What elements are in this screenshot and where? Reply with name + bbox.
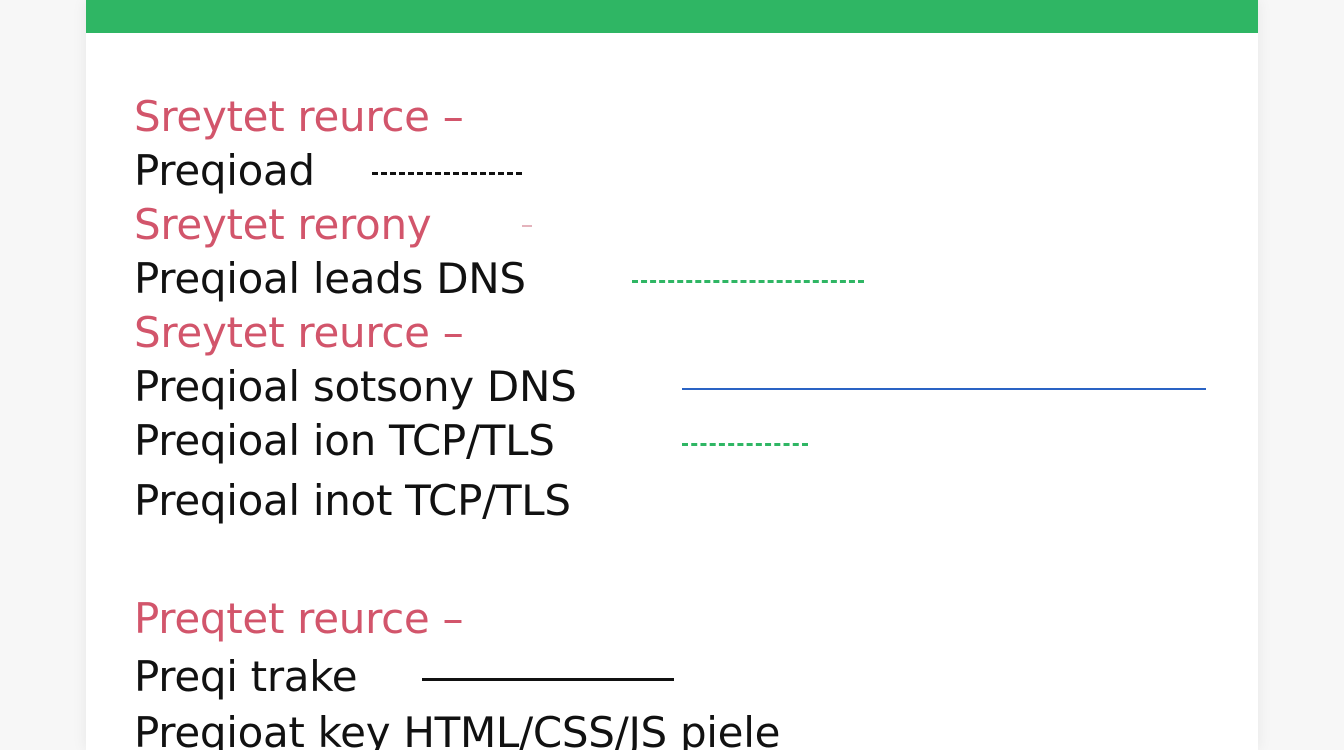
- text-line-leads-dns: Preqioal leads DNS: [134, 254, 526, 303]
- heading-line-1: Sreytet reurce –: [134, 92, 464, 141]
- text-line-preload: Preqioad: [134, 146, 315, 195]
- header-bar: [86, 0, 1258, 33]
- heading-line-2: Sreytet rerony: [134, 200, 432, 249]
- faint-dash: [522, 225, 532, 227]
- blue-rule: [682, 388, 1206, 390]
- text-line-ion-tcp: Preqioal ion TCP/TLS: [134, 416, 555, 465]
- dashed-rule: [372, 172, 522, 175]
- green-dashed-rule: [632, 280, 864, 283]
- text-line-trake: Preqi trake: [134, 652, 358, 701]
- text-line-inot-tcp: Preqioal inot TCP/TLS: [134, 476, 571, 525]
- heading-line-4: Preqtet reurce –: [134, 594, 464, 643]
- content-card: Sreytet reurce – Preqioad Sreytet rerony…: [86, 0, 1258, 750]
- text-line-key-html: Preqioat key HTML/CSS/JS piele: [134, 708, 781, 750]
- green-dashed-rule-short: [682, 443, 808, 446]
- black-rule: [422, 678, 674, 681]
- heading-line-3: Sreytet reurce –: [134, 308, 464, 357]
- text-line-sotsony-dns: Preqioal sotsony DNS: [134, 362, 577, 411]
